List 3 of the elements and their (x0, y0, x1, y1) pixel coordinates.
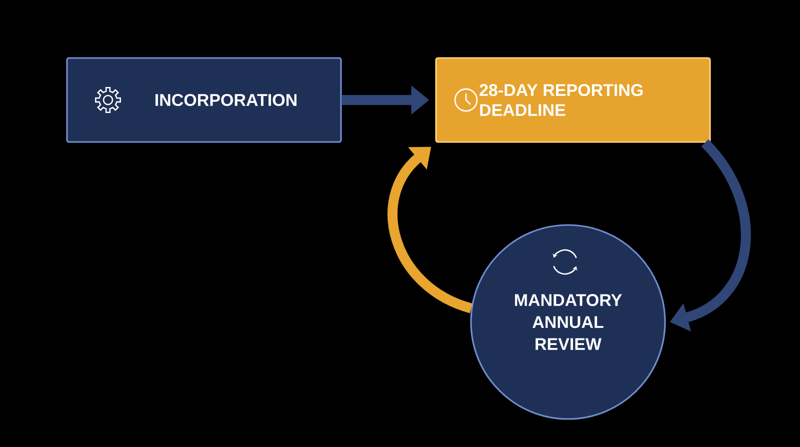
arrow (388, 146, 473, 314)
deadline-box: 28-DAY REPORTING DEADLINE (435, 57, 711, 143)
incorporation-box: INCORPORATION (66, 57, 342, 143)
